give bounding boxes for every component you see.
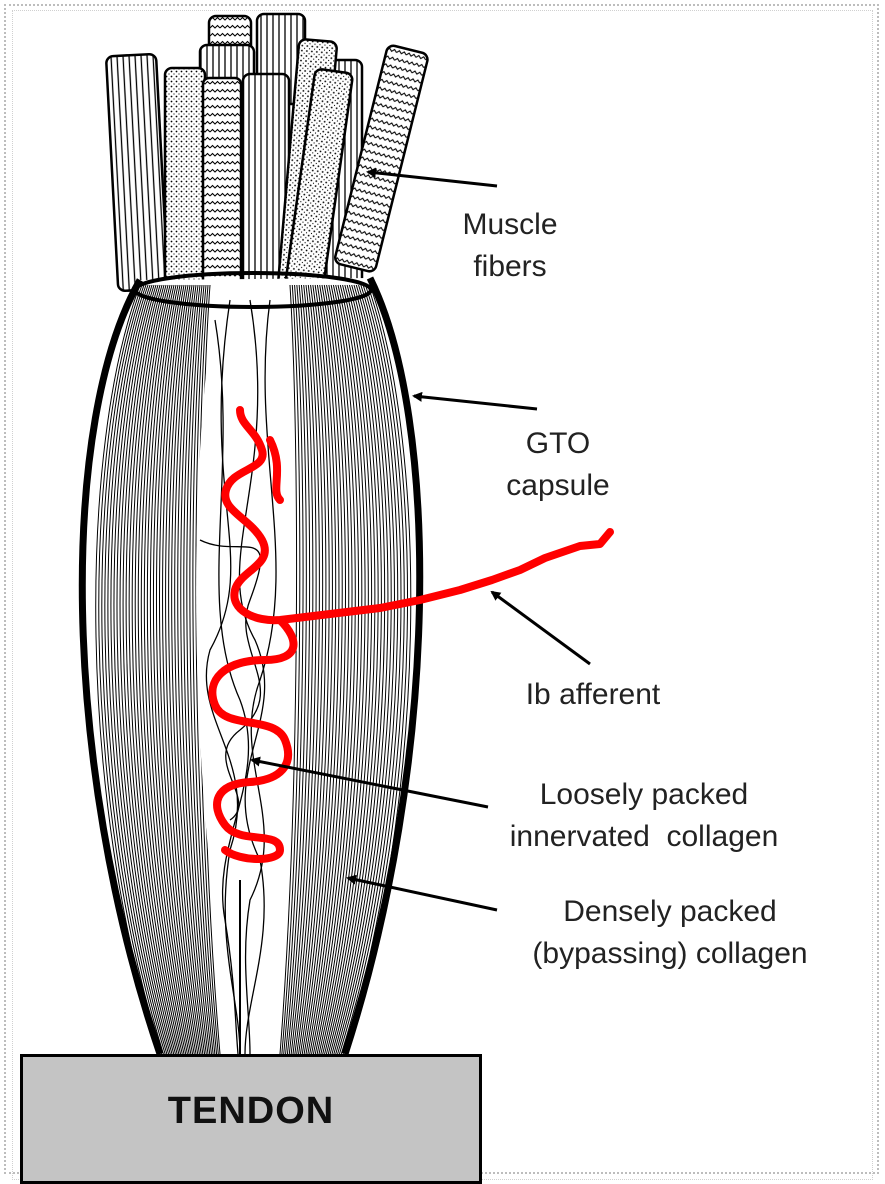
muscle-fibers: [106, 14, 429, 303]
ib-afferent-label-text: Ib afferent: [498, 674, 688, 716]
muscle-fibers-label: Muscle fibers: [440, 204, 580, 288]
tendon-label: TENDON: [20, 1090, 482, 1133]
muscle-fiber: [203, 78, 241, 303]
ib-afferent-label: Ib afferent: [498, 674, 688, 716]
loose-collagen-label: Loosely packed innervated collagen: [488, 774, 800, 858]
muscle-fibers-label-line2: fibers: [440, 246, 580, 288]
dense-collagen-label-line2: (bypassing) collagen: [505, 933, 835, 975]
afferent-arrow: [492, 592, 590, 664]
dense-collagen-label: Densely packed (bypassing) collagen: [505, 891, 835, 975]
gto-capsule-label: GTO capsule: [488, 423, 628, 507]
gto-capsule-label-line1: GTO: [488, 423, 628, 465]
gto-capsule-label-line2: capsule: [488, 465, 628, 507]
capsule-arrow: [414, 396, 537, 409]
muscle-fibers-label-line1: Muscle: [440, 204, 580, 246]
dense-collagen-label-line1: Densely packed: [505, 891, 835, 933]
muscle-fiber: [165, 68, 205, 300]
muscle-fiber: [106, 54, 168, 291]
loose-collagen-label-line1: Loosely packed: [488, 774, 800, 816]
loose-collagen-label-line2: innervated collagen: [488, 816, 800, 858]
